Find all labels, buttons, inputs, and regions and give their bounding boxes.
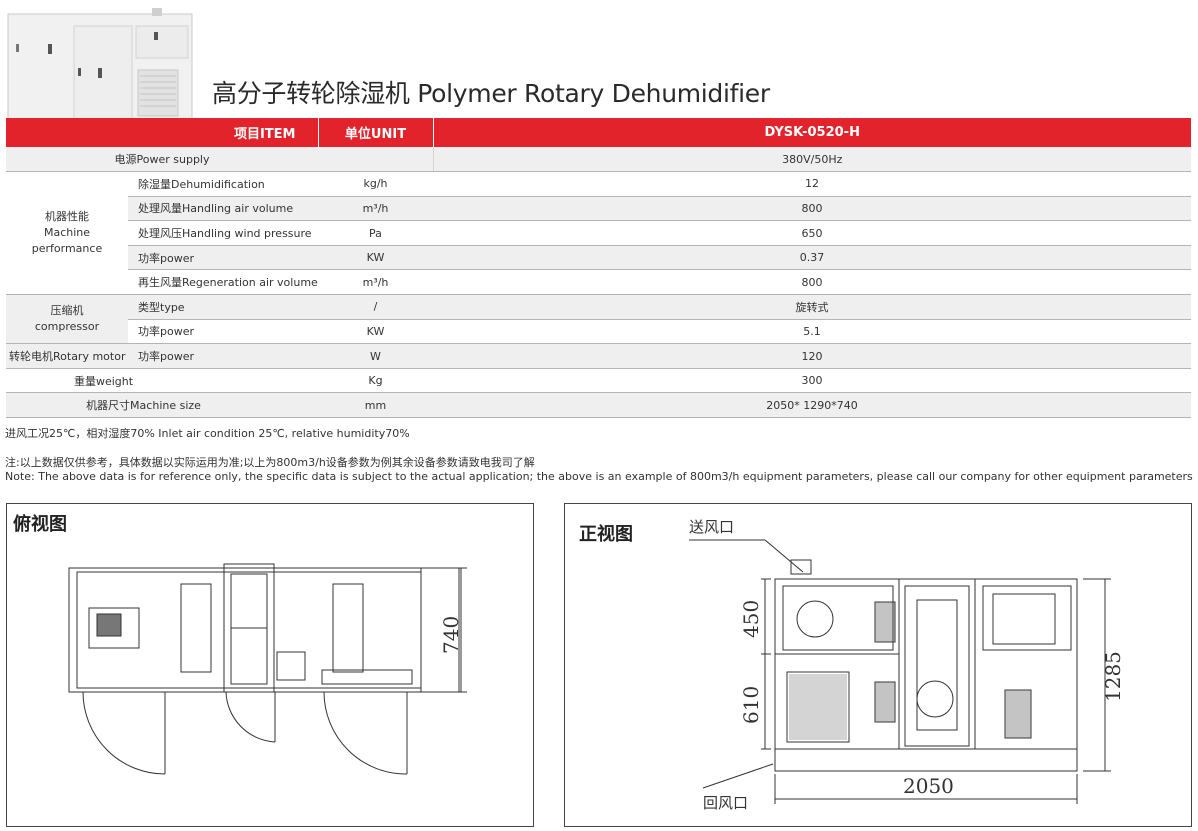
table-row: 处理风量Handling air volume m³/h 800: [6, 196, 1191, 222]
rotary-motor-group: 转轮电机Rotary motor: [6, 343, 128, 369]
table-row: 功率power KW 0.37: [6, 245, 1191, 271]
return-air-label: 回风口: [703, 794, 749, 812]
note-cn: 注:以上数据仅供参考，具体数据以实际运用为准;以上为800m3/h设备参数为例其…: [5, 456, 535, 469]
total-height-dimension: 1285: [1101, 651, 1125, 702]
row-unit: m³/h: [318, 196, 433, 222]
weight-unit: Kg: [318, 368, 433, 394]
row-value: 120: [433, 343, 1191, 369]
row-value: 800: [433, 196, 1191, 222]
row-item: 处理风量Handling air volume: [128, 196, 318, 222]
row-value: 800: [433, 269, 1191, 296]
front-view-title: 正视图: [579, 524, 633, 545]
row-value: 0.37: [433, 245, 1191, 271]
row-unit: KW: [318, 319, 433, 345]
header-model: DYSK-0520-H: [433, 118, 1191, 147]
table-row: 转轮电机Rotary motor 功率power W 120: [6, 343, 1191, 369]
row-value: 650: [433, 220, 1191, 246]
power-supply-label: 电源Power supply: [6, 147, 318, 173]
row-unit: m³/h: [318, 269, 433, 296]
header-item: 项目ITEM: [6, 118, 319, 147]
row-value: 旋转式: [433, 294, 1191, 320]
page-title: 高分子转轮除湿机 Polymer Rotary Dehumidifier: [212, 79, 770, 108]
header-row: 项目ITEM 单位UNIT DYSK-0520-H: [6, 118, 1191, 147]
row-item: 功率power: [128, 319, 318, 345]
size-label: 机器尺寸Machine size: [6, 392, 318, 419]
row-item: 处理风压Handling wind pressure: [128, 220, 318, 246]
weight-label: 重量weight: [6, 368, 318, 394]
power-supply-unit: [318, 147, 434, 173]
size-unit: mm: [318, 392, 433, 419]
compressor-group: 压缩机 compressor: [6, 294, 128, 345]
front-view-drawing: [689, 539, 1111, 804]
header-unit: 单位UNIT: [318, 118, 434, 147]
lower-height-dimension: 610: [739, 685, 763, 724]
table-row: 电源Power supply 380V/50Hz: [6, 147, 1191, 173]
upper-height-dimension: 450: [739, 599, 763, 638]
row-item: 类型type: [128, 294, 318, 320]
row-item: 功率power: [128, 245, 318, 271]
table-row: 再生风量Regeneration air volume m³/h 800: [6, 269, 1191, 296]
spec-table: 项目ITEM 单位UNIT DYSK-0520-H 电源Power supply…: [6, 118, 1191, 419]
note-en: Note: The above data is for reference on…: [5, 470, 1193, 483]
row-unit: W: [318, 343, 433, 369]
weight-value: 300: [433, 368, 1191, 394]
product-photo: [7, 8, 193, 126]
size-value: 2050* 1290*740: [433, 392, 1191, 419]
supply-air-label: 送风口: [689, 518, 735, 536]
row-item: 功率power: [128, 343, 318, 369]
row-unit: /: [318, 294, 433, 320]
power-supply-value: 380V/50Hz: [433, 147, 1191, 173]
table-row: 机器性能 Machine performance 除湿量Dehumidifica…: [6, 171, 1191, 296]
row-item: 除湿量Dehumidification: [128, 171, 318, 197]
width-dimension: 2050: [903, 774, 954, 798]
row-value: 5.1: [433, 319, 1191, 345]
row-value: 12: [433, 171, 1191, 197]
table-row: 重量weight Kg 300: [6, 368, 1191, 394]
top-view-panel: 俯视图 740: [6, 503, 534, 827]
inlet-condition-note: 进风工况25℃，相对湿度70% Inlet air condition 25℃,…: [5, 427, 410, 440]
table-row: 压缩机 compressor 类型type / 旋转式: [6, 294, 1191, 345]
row-unit: kg/h: [318, 171, 433, 197]
table-row: 功率power KW 5.1: [6, 319, 1191, 345]
top-view-title: 俯视图: [13, 514, 67, 535]
top-view-drawing: [68, 563, 467, 775]
row-unit: KW: [318, 245, 433, 271]
machine-performance-group: 机器性能 Machine performance: [6, 171, 128, 296]
front-view-panel: 正视图 送风口 回风口: [564, 503, 1192, 827]
row-item: 再生风量Regeneration air volume: [128, 269, 318, 296]
table-row: 处理风压Handling wind pressure Pa 650: [6, 220, 1191, 246]
top-view-depth-dimension: 740: [439, 615, 463, 654]
row-unit: Pa: [318, 220, 433, 246]
table-row: 机器尺寸Machine size mm 2050* 1290*740: [6, 392, 1191, 419]
